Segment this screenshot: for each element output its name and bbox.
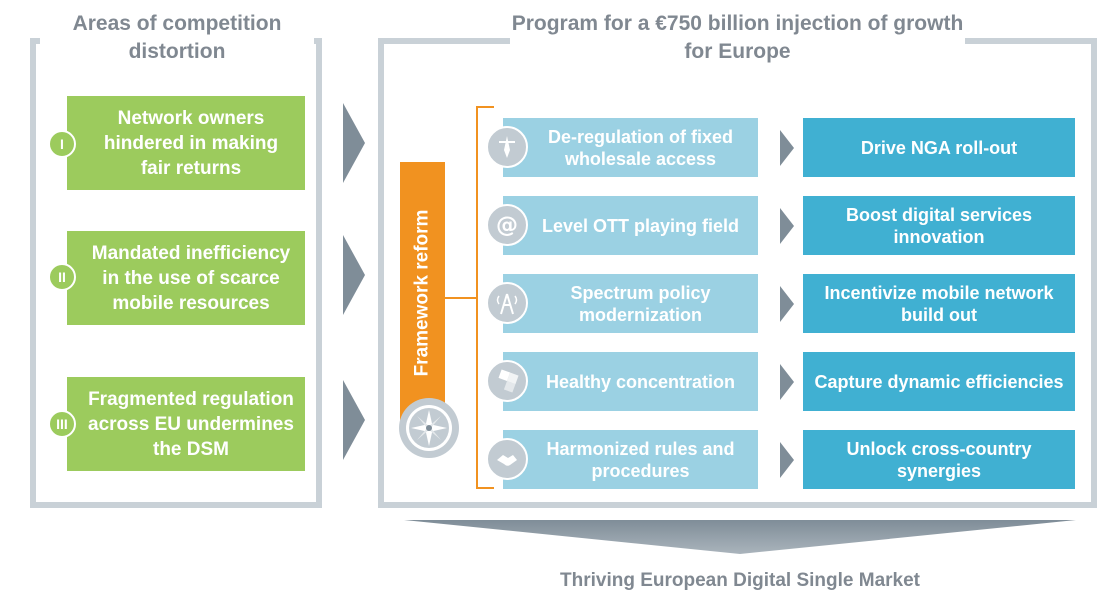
- outcome-2: Boost digital services innovation: [803, 196, 1075, 255]
- reform-action-3: Spectrum policy modernization: [503, 274, 758, 333]
- framework-bracket: [476, 107, 478, 488]
- bracket-connector: [445, 297, 477, 299]
- reform-action-5: Harmonized rules and procedures: [503, 430, 758, 489]
- outcome-3: Incentivize mobile network build out: [803, 274, 1075, 333]
- right-panel-title: Program for a €750 billion injection of …: [511, 12, 964, 63]
- bracket-bottom-cap: [476, 487, 494, 489]
- puzzle-icon: [486, 360, 528, 402]
- roman-numeral-badge-1: I: [48, 130, 76, 158]
- chevron-right-icon: [780, 208, 794, 244]
- tower-pen-icon: [486, 126, 528, 168]
- distortion-box-1: Network owners hindered in making fair r…: [67, 96, 305, 190]
- left-panel-title: Areas of competition distortion: [72, 12, 282, 63]
- chevron-right-icon: [780, 442, 794, 478]
- chevron-right-icon: [343, 235, 365, 315]
- framework-reform-bar: [400, 162, 445, 424]
- framework-reform-label: Framework reform: [411, 209, 433, 377]
- roman-numeral-badge-2: II: [48, 263, 76, 291]
- distortion-text: Fragmented regulation across EU undermin…: [88, 388, 294, 460]
- right-panel-title-gap: [510, 26, 965, 50]
- distortion-text: Network owners hindered in making fair r…: [103, 107, 279, 179]
- chevron-right-icon: [343, 380, 365, 460]
- distortion-box-2: Mandated inefficiency in the use of scar…: [67, 231, 305, 325]
- chevron-right-icon: [343, 103, 365, 183]
- chevron-right-icon: [780, 286, 794, 322]
- left-panel-title-gap: [40, 26, 314, 50]
- outcome-5: Unlock cross-country synergies: [803, 430, 1075, 489]
- down-wedge-arrow: [404, 520, 1076, 559]
- handshake-icon: [486, 438, 528, 480]
- roman-numeral-badge-3: III: [48, 410, 76, 438]
- distortion-box-3: Fragmented regulation across EU undermin…: [67, 377, 305, 471]
- reform-action-4: Healthy concentration: [503, 352, 758, 411]
- outcome-4: Capture dynamic efficiencies: [803, 352, 1075, 411]
- reform-action-1: De-regulation of fixed wholesale access: [503, 118, 758, 177]
- chevron-right-icon: [780, 364, 794, 400]
- compass-icon: [398, 397, 460, 459]
- chevron-right-icon: [780, 130, 794, 166]
- antenna-icon: [486, 282, 528, 324]
- reform-action-2: Level OTT playing field: [503, 196, 758, 255]
- bracket-top-cap: [476, 106, 494, 108]
- at-sign-icon: @: [486, 204, 528, 246]
- bottom-label: Thriving European Digital Single Market: [560, 570, 920, 591]
- outcome-1: Drive NGA roll-out: [803, 118, 1075, 177]
- distortion-text: Mandated inefficiency in the use of scar…: [91, 242, 291, 314]
